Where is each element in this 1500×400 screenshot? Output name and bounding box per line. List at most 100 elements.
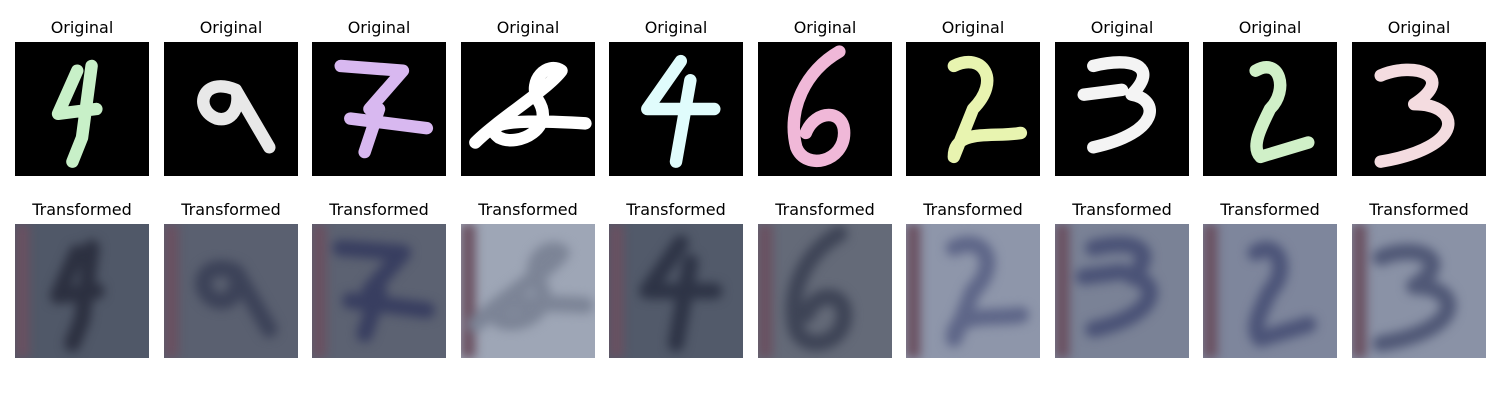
edge-artifact [609, 224, 624, 358]
transformed-title: Transformed [329, 200, 429, 219]
original-title: Original [1387, 18, 1451, 37]
transformed-glyph [758, 224, 853, 358]
original-digit-image [461, 42, 595, 176]
digit-stroke [1374, 63, 1455, 168]
transformed-stroke [1247, 241, 1317, 347]
transformed-glyph [164, 224, 278, 358]
original-digit-image [1055, 42, 1189, 176]
digit-glyph [947, 55, 1028, 164]
transformed-title: Transformed [478, 200, 578, 219]
original-digit-image [164, 42, 298, 176]
transformed-image [312, 224, 446, 358]
original-digit-image [15, 42, 149, 176]
edge-artifact [312, 224, 327, 358]
original-digit-image [758, 42, 892, 176]
transformed-title: Transformed [32, 200, 132, 219]
original-title: Original [1090, 18, 1154, 37]
transformed-stroke [195, 260, 278, 338]
digit-stroke [197, 80, 276, 154]
digit-glyph [1249, 61, 1315, 164]
transformed-stroke [467, 242, 594, 333]
transformed-image [461, 224, 595, 358]
transformed-glyph [1203, 224, 1317, 358]
transformed-glyph [609, 224, 723, 358]
original-digit-image [1352, 42, 1486, 176]
digit-glyph [1077, 56, 1156, 154]
transformed-glyph [1055, 224, 1158, 358]
digit-stroke [1077, 56, 1156, 154]
digit-stroke [469, 62, 592, 149]
original-digit-image [1203, 42, 1337, 176]
digit-stroke [787, 45, 851, 168]
digit-glyph [787, 45, 851, 168]
original-title: Original [50, 18, 114, 37]
transformed-title: Transformed [1220, 200, 1320, 219]
transformed-title: Transformed [1369, 200, 1469, 219]
transformed-title: Transformed [181, 200, 281, 219]
digit-glyph [51, 59, 103, 168]
transformed-glyph [312, 224, 435, 358]
transformed-title: Transformed [923, 200, 1023, 219]
transformed-stroke [49, 239, 105, 352]
transformed-image [609, 224, 743, 358]
transformed-stroke [639, 235, 723, 352]
original-title: Original [644, 18, 708, 37]
edge-artifact [1203, 224, 1218, 358]
transformed-image [1055, 224, 1189, 358]
transformed-title: Transformed [775, 200, 875, 219]
digit-glyph [1374, 63, 1455, 168]
original-digit-image [609, 42, 743, 176]
edge-artifact [1352, 224, 1367, 358]
original-digit-image [906, 42, 1040, 176]
edge-artifact [164, 224, 179, 358]
edge-artifact [758, 224, 773, 358]
digit-stroke [334, 59, 434, 159]
transformed-glyph [461, 224, 594, 358]
digit-stroke [1249, 61, 1315, 164]
digit-glyph [334, 59, 434, 159]
transformed-image [758, 224, 892, 358]
original-title: Original [347, 18, 411, 37]
transformed-title: Transformed [626, 200, 726, 219]
transformed-image [15, 224, 149, 358]
transformed-stroke [945, 236, 1029, 347]
digit-stroke [947, 55, 1028, 164]
edge-artifact [15, 224, 30, 358]
edge-artifact [906, 224, 921, 358]
transformed-image [164, 224, 298, 358]
original-title: Original [496, 18, 560, 37]
transformed-image [1352, 224, 1486, 358]
transformed-stroke [1075, 236, 1158, 338]
digit-glyph [469, 62, 592, 149]
transformed-title: Transformed [1072, 200, 1172, 219]
edge-artifact [1055, 224, 1070, 358]
digit-glyph [197, 80, 276, 154]
transformed-stroke [785, 225, 853, 351]
transformed-image [1203, 224, 1337, 358]
transformed-image [906, 224, 1040, 358]
original-title: Original [793, 18, 857, 37]
digit-glyph [641, 54, 721, 168]
transformed-stroke [1372, 243, 1457, 352]
original-title: Original [1238, 18, 1302, 37]
original-title: Original [199, 18, 263, 37]
transformed-glyph [1352, 224, 1457, 358]
digit-stroke [51, 59, 103, 168]
original-digit-image [312, 42, 446, 176]
transformed-stroke [332, 239, 435, 343]
digit-stroke [641, 54, 721, 168]
transformed-glyph [906, 224, 1029, 358]
original-title: Original [941, 18, 1005, 37]
edge-artifact [461, 224, 476, 358]
